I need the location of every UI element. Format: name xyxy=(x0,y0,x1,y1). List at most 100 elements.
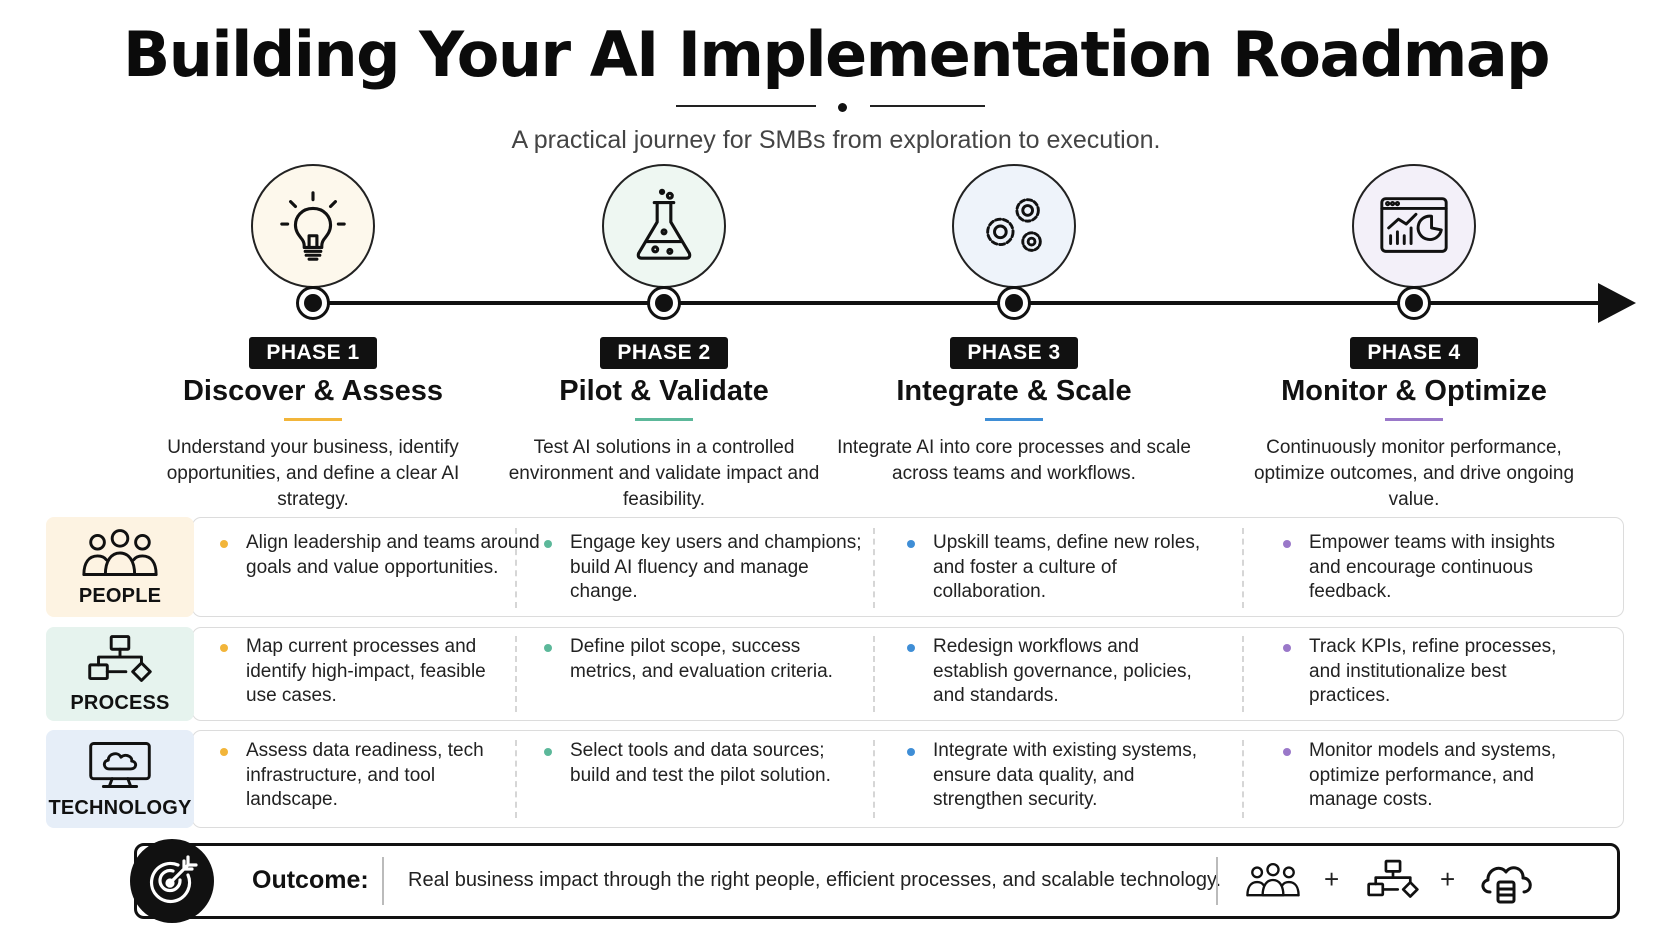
phase-underline xyxy=(635,418,693,421)
phase-2: PHASE 2 Pilot & Validate Test AI solutio… xyxy=(484,337,844,513)
title-divider-right xyxy=(870,105,985,107)
process-phase-2-cell: Define pilot scope, success metrics, and… xyxy=(544,635,844,684)
technology-phase-2-cell: Select tools and data sources; build and… xyxy=(544,739,849,788)
cloud-server-icon xyxy=(1481,866,1532,904)
row-label-text: PROCESS xyxy=(70,691,170,714)
phase-badge: PHASE 2 xyxy=(600,337,728,369)
cell-text: Select tools and data sources; build and… xyxy=(570,740,831,786)
bullet xyxy=(544,540,552,548)
bullet xyxy=(907,644,915,652)
process-flow-icon xyxy=(1367,859,1419,898)
bullet xyxy=(544,644,552,652)
phase-description: Understand your business, identify oppor… xyxy=(166,437,460,510)
cell-text: Integrate with existing systems, ensure … xyxy=(933,740,1197,810)
timeline-node-4 xyxy=(1397,286,1431,320)
cell-text: Align leadership and teams around goals … xyxy=(246,532,540,578)
column-separator xyxy=(873,636,875,712)
cell-text: Empower teams with insights and encourag… xyxy=(1309,532,1556,602)
phase-3-icon-circle xyxy=(952,164,1076,288)
plus-sign: + xyxy=(1440,864,1456,894)
bullet xyxy=(544,748,552,756)
outcome-separator xyxy=(382,857,384,905)
row-label-technology: TECHNOLOGY xyxy=(46,730,194,828)
bullet xyxy=(1283,644,1291,652)
phase-name: Discover & Assess xyxy=(182,375,444,407)
phase-1: PHASE 1 Discover & Assess Understand you… xyxy=(133,337,493,513)
cell-text: Upskill teams, define new roles, and fos… xyxy=(933,532,1201,602)
timeline-node-1 xyxy=(296,286,330,320)
people-row-card xyxy=(192,517,1624,617)
people-icon xyxy=(82,528,158,576)
phase-1-icon-circle xyxy=(251,164,375,288)
process-phase-1-cell: Map current processes and identify high-… xyxy=(220,635,505,709)
phase-badge: PHASE 1 xyxy=(249,337,377,369)
title-divider-dot xyxy=(838,103,847,112)
technology-phase-1-cell: Assess data readiness, tech infrastructu… xyxy=(220,739,505,813)
phase-name: Integrate & Scale xyxy=(896,375,1132,407)
bullet xyxy=(907,748,915,756)
bullet xyxy=(1283,748,1291,756)
process-phase-4-cell: Track KPIs, refine processes, and instit… xyxy=(1283,635,1583,709)
people-icon xyxy=(1246,862,1300,897)
process-flow-icon xyxy=(88,634,152,682)
phase-badge: PHASE 4 xyxy=(1350,337,1478,369)
gears-icon xyxy=(986,198,1042,252)
cell-text: Engage key users and champions; build AI… xyxy=(570,532,862,602)
phase-badge: PHASE 3 xyxy=(950,337,1078,369)
cell-text: Define pilot scope, success metrics, and… xyxy=(570,636,833,682)
phase-underline xyxy=(985,418,1043,421)
column-separator xyxy=(1242,636,1244,712)
row-label-process: PROCESS xyxy=(46,627,194,721)
technology-row-card xyxy=(192,730,1624,828)
column-separator xyxy=(873,528,875,608)
cell-text: Assess data readiness, tech infrastructu… xyxy=(246,740,484,810)
bullet xyxy=(907,540,915,548)
people-phase-2-cell: Engage key users and champions; build AI… xyxy=(544,531,869,605)
phase-4: PHASE 4 Monitor & Optimize Continuously … xyxy=(1234,337,1594,513)
timeline-arrowhead xyxy=(1598,283,1636,323)
phase-2-icon-circle xyxy=(602,164,726,288)
lightbulb-icon xyxy=(280,191,346,261)
row-label-text: PEOPLE xyxy=(78,584,162,607)
phase-description: Continuously monitor performance, optimi… xyxy=(1253,437,1575,510)
cell-text: Map current processes and identify high-… xyxy=(246,636,486,706)
bullet xyxy=(220,748,228,756)
process-phase-3-cell: Redesign workflows and establish governa… xyxy=(907,635,1197,709)
phase-name: Pilot & Validate xyxy=(559,375,769,407)
phase-3: PHASE 3 Integrate & Scale Integrate AI i… xyxy=(834,337,1194,487)
phase-4-icon-circle xyxy=(1352,164,1476,288)
cloud-monitor-icon xyxy=(89,741,151,788)
people-phase-4-cell: Empower teams with insights and encourag… xyxy=(1283,531,1583,605)
outcome-icon-circle xyxy=(130,839,214,923)
column-separator xyxy=(1242,740,1244,818)
technology-phase-4-cell: Monitor models and systems, optimize per… xyxy=(1283,739,1583,813)
phase-name: Monitor & Optimize xyxy=(1281,375,1547,407)
cell-text: Redesign workflows and establish governa… xyxy=(933,636,1192,706)
phase-underline xyxy=(1385,418,1443,421)
title-divider-left xyxy=(676,105,816,107)
dashboard-icon xyxy=(1380,197,1448,253)
flask-icon xyxy=(636,188,692,260)
column-separator xyxy=(1242,528,1244,608)
column-separator xyxy=(873,740,875,818)
people-phase-1-cell: Align leadership and teams around goals … xyxy=(220,531,540,580)
cell-text: Track KPIs, refine processes, and instit… xyxy=(1309,636,1557,706)
people-phase-3-cell: Upskill teams, define new roles, and fos… xyxy=(907,531,1207,605)
cell-text: Monitor models and systems, optimize per… xyxy=(1309,740,1557,810)
timeline-line xyxy=(310,301,1610,305)
phase-underline xyxy=(284,418,342,421)
column-separator xyxy=(515,636,517,712)
process-row-card xyxy=(192,627,1624,721)
target-icon xyxy=(149,855,198,904)
bullet xyxy=(220,540,228,548)
bullet xyxy=(1283,540,1291,548)
timeline-node-2 xyxy=(647,286,681,320)
page-subtitle: A practical journey for SMBs from explor… xyxy=(511,126,1161,154)
phase-description: Test AI solutions in a controlled enviro… xyxy=(508,437,820,510)
column-separator xyxy=(515,528,517,608)
outcome-text: Real business impact through the right p… xyxy=(408,869,1222,891)
phase-description: Integrate AI into core processes and sca… xyxy=(837,437,1191,484)
row-label-people: PEOPLE xyxy=(46,517,194,617)
row-label-text: TECHNOLOGY xyxy=(48,796,192,819)
column-separator xyxy=(515,740,517,818)
